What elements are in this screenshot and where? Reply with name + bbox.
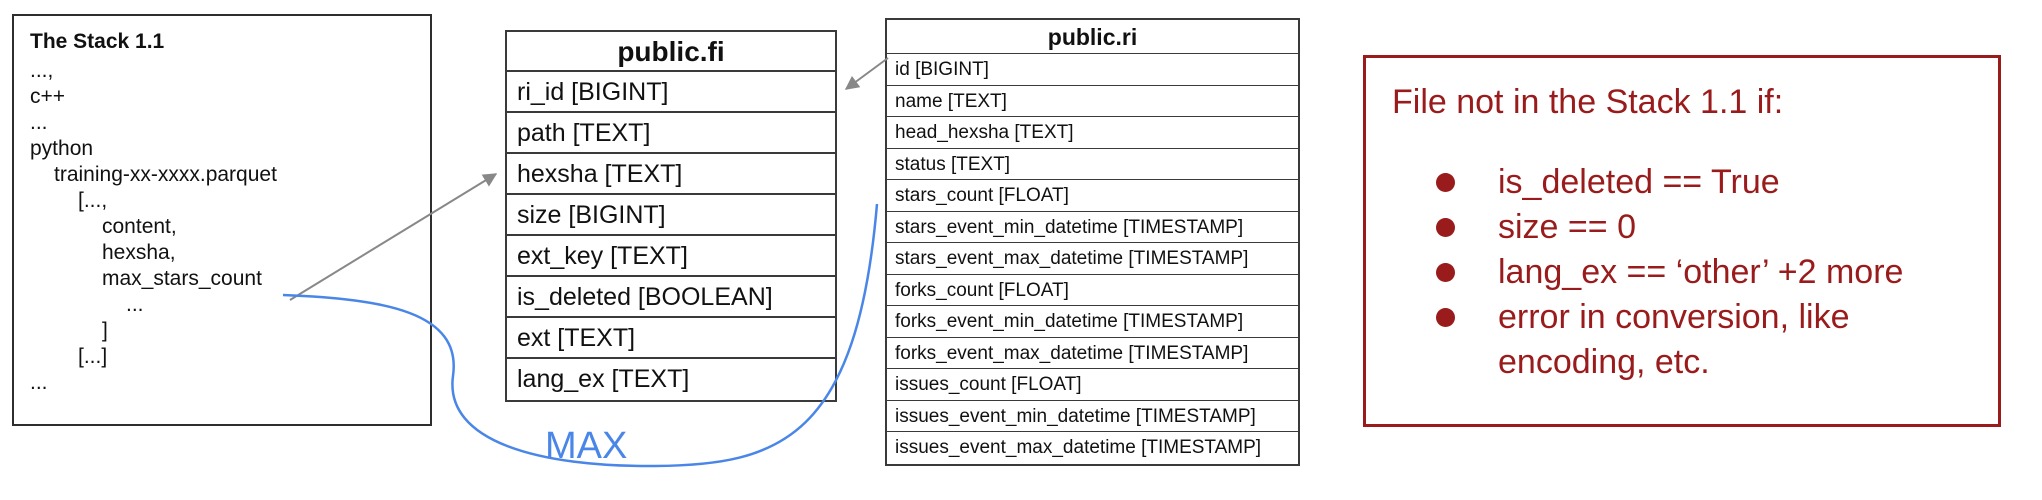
ri-table-row: head_hexsha [TEXT] xyxy=(887,117,1298,149)
fi-table-title: public.fi xyxy=(507,32,835,72)
stack-line: hexsha, xyxy=(102,241,176,264)
stack-line: ... xyxy=(126,293,144,316)
fi-table: public.fi ri_id [BIGINT] path [TEXT] hex… xyxy=(505,30,837,402)
ri-table-row: stars_event_max_datetime [TIMESTAMP] xyxy=(887,243,1298,275)
bullet-dot-icon xyxy=(1436,263,1455,282)
ri-table-row: issues_event_max_datetime [TIMESTAMP] xyxy=(895,437,1262,458)
note-box: File not in the Stack 1.1 if: is_deleted… xyxy=(1363,55,2001,427)
stack-box-title: The Stack 1.1 xyxy=(30,30,165,53)
ri-table-rows: id [BIGINT] name [TEXT] head_hexsha [TEX… xyxy=(887,54,1298,464)
fi-table-row: path [TEXT] xyxy=(507,113,835,154)
stack-line: c++ xyxy=(30,85,66,108)
ri-table-row: name [TEXT] xyxy=(887,86,1298,117)
note-bullet-item: size == 0 xyxy=(1436,205,1972,250)
stack-line: training-xx-xxxx.parquet xyxy=(54,163,277,186)
stack-line: [..., xyxy=(78,189,108,212)
stack-line: content, xyxy=(102,215,177,238)
ri-table-row: issues_count [FLOAT] xyxy=(887,369,1298,401)
fi-table-row: lang_ex [TEXT] xyxy=(517,365,690,393)
stack-line: max_stars_count xyxy=(102,267,262,290)
ri-table-row: issues_event_min_datetime [TIMESTAMP] xyxy=(887,401,1298,432)
ri-id-foreign-key-arrow xyxy=(844,57,889,90)
ri-table-row: id [BIGINT] xyxy=(887,54,1298,86)
bullet-dot-icon xyxy=(1436,218,1455,237)
ri-table-row: forks_event_max_datetime [TIMESTAMP] xyxy=(887,338,1298,369)
ri-table-title: public.ri xyxy=(887,20,1298,54)
stack-line: ..., xyxy=(30,59,54,82)
ri-table-row: stars_count [FLOAT] xyxy=(887,180,1298,212)
fi-table-row: hexsha [TEXT] xyxy=(507,154,835,195)
ri-table-row: forks_count [FLOAT] xyxy=(887,275,1298,306)
ri-table: public.ri id [BIGINT] name [TEXT] head_h… xyxy=(885,18,1300,466)
bullet-text: size == 0 xyxy=(1498,208,1636,246)
ri-table-row: forks_event_min_datetime [TIMESTAMP] xyxy=(887,306,1298,338)
ri-table-row: status [TEXT] xyxy=(887,149,1298,180)
fi-table-row: ri_id [BIGINT] xyxy=(507,72,835,113)
stack-line: python xyxy=(30,137,94,160)
note-bullet-item: lang_ex == ‘other’ +2 more xyxy=(1436,250,1972,295)
bullet-text: lang_ex == ‘other’ +2 more xyxy=(1498,253,1904,291)
note-bullet-list: is_deleted == True size == 0 lang_ex == … xyxy=(1436,160,1972,385)
bullet-dot-icon xyxy=(1436,173,1455,192)
bullet-text: is_deleted == True xyxy=(1498,163,1780,201)
bullet-dot-icon xyxy=(1436,308,1455,327)
stack-line: [...] xyxy=(78,345,108,368)
fi-table-rows: ri_id [BIGINT] path [TEXT] hexsha [TEXT]… xyxy=(507,72,835,400)
note-bullet-item: error in conversion, like encoding, etc. xyxy=(1436,295,1972,385)
bullet-text: error in conversion, like encoding, etc. xyxy=(1498,298,1850,381)
note-title: File not in the Stack 1.1 if: xyxy=(1392,83,1784,121)
stack-line: ... xyxy=(30,371,48,394)
fi-table-row: ext [TEXT] xyxy=(507,318,835,359)
fi-table-row: is_deleted [BOOLEAN] xyxy=(507,277,835,318)
fi-table-row: size [BIGINT] xyxy=(507,195,835,236)
ri-table-row: stars_event_min_datetime [TIMESTAMP] xyxy=(887,212,1298,243)
stack-box: The Stack 1.1 ..., c++ ... python traini… xyxy=(12,14,432,426)
fi-table-row: ext_key [TEXT] xyxy=(507,236,835,277)
note-bullet-item: is_deleted == True xyxy=(1436,160,1972,205)
max-annotation: MAX xyxy=(545,425,628,467)
stack-line: ] xyxy=(102,319,108,342)
stack-line: ... xyxy=(30,111,48,134)
stack-box-lines: ..., c++ ... python training-xx-xxxx.par… xyxy=(30,58,414,396)
